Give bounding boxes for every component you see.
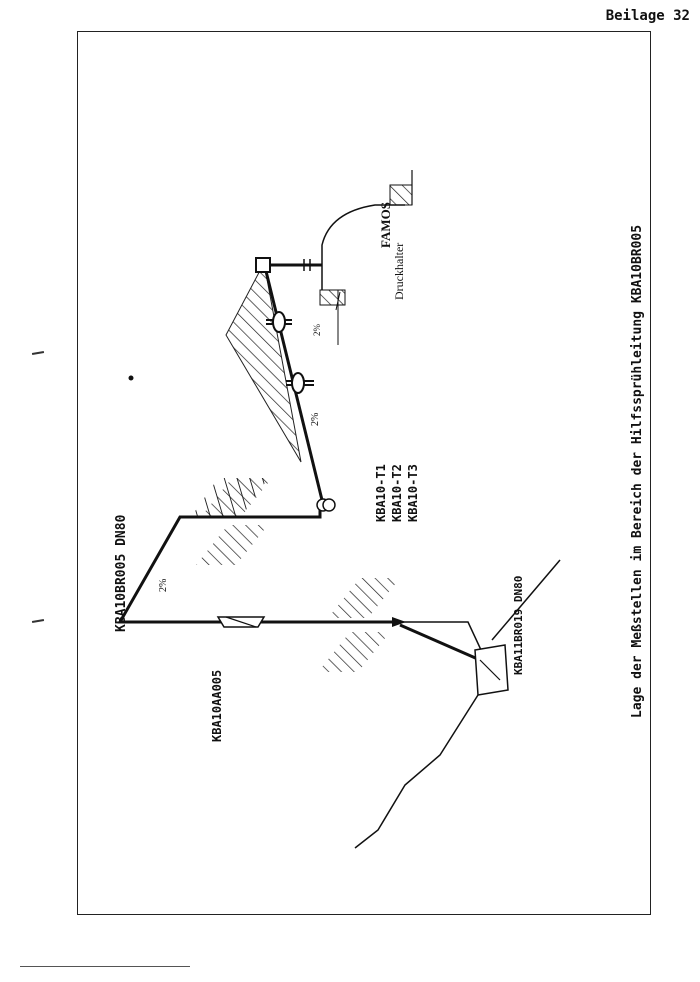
temperature-wedge	[225, 261, 302, 463]
wall-hatch-3	[196, 525, 268, 565]
label-slope-2: 2%	[310, 412, 321, 426]
pipe-kba10br005	[117, 505, 400, 624]
sensor-rings	[316, 498, 336, 512]
stray-dot	[128, 375, 134, 381]
page-label: Beilage 32	[605, 8, 690, 24]
flow-arrow	[392, 617, 406, 627]
nozzle-box	[255, 257, 271, 273]
wall-hatch-5	[318, 632, 390, 672]
label-valve: KBA10AA005	[210, 669, 224, 742]
label-pipe-upper: KBA10BR005 DN80	[114, 514, 129, 632]
label-pipe-lower: KBA11BR019 DN80	[512, 575, 525, 675]
label-slope-1: 2%	[158, 578, 169, 592]
pressurizer-shell	[321, 204, 405, 290]
label-slope-3: 2%	[312, 324, 322, 336]
wall-hatch-2	[200, 478, 272, 518]
drawing-frame	[77, 31, 651, 915]
pipe-kba11br019-lower	[354, 694, 479, 849]
wall-hatch-4	[328, 578, 400, 618]
label-sensor-t3: KBA10-T3	[406, 464, 420, 522]
label-pressurizer: Druckhalter	[392, 242, 406, 300]
label-sensor-t1: KBA10-T1	[374, 464, 388, 522]
tee-junction	[474, 644, 509, 696]
caption: Lage der Meßstellen im Bereich der Hilfs…	[630, 224, 645, 718]
label-famos: FAMOS	[378, 202, 393, 248]
footer-rule	[20, 966, 190, 967]
label-sensor-t2: KBA10-T2	[390, 464, 404, 522]
